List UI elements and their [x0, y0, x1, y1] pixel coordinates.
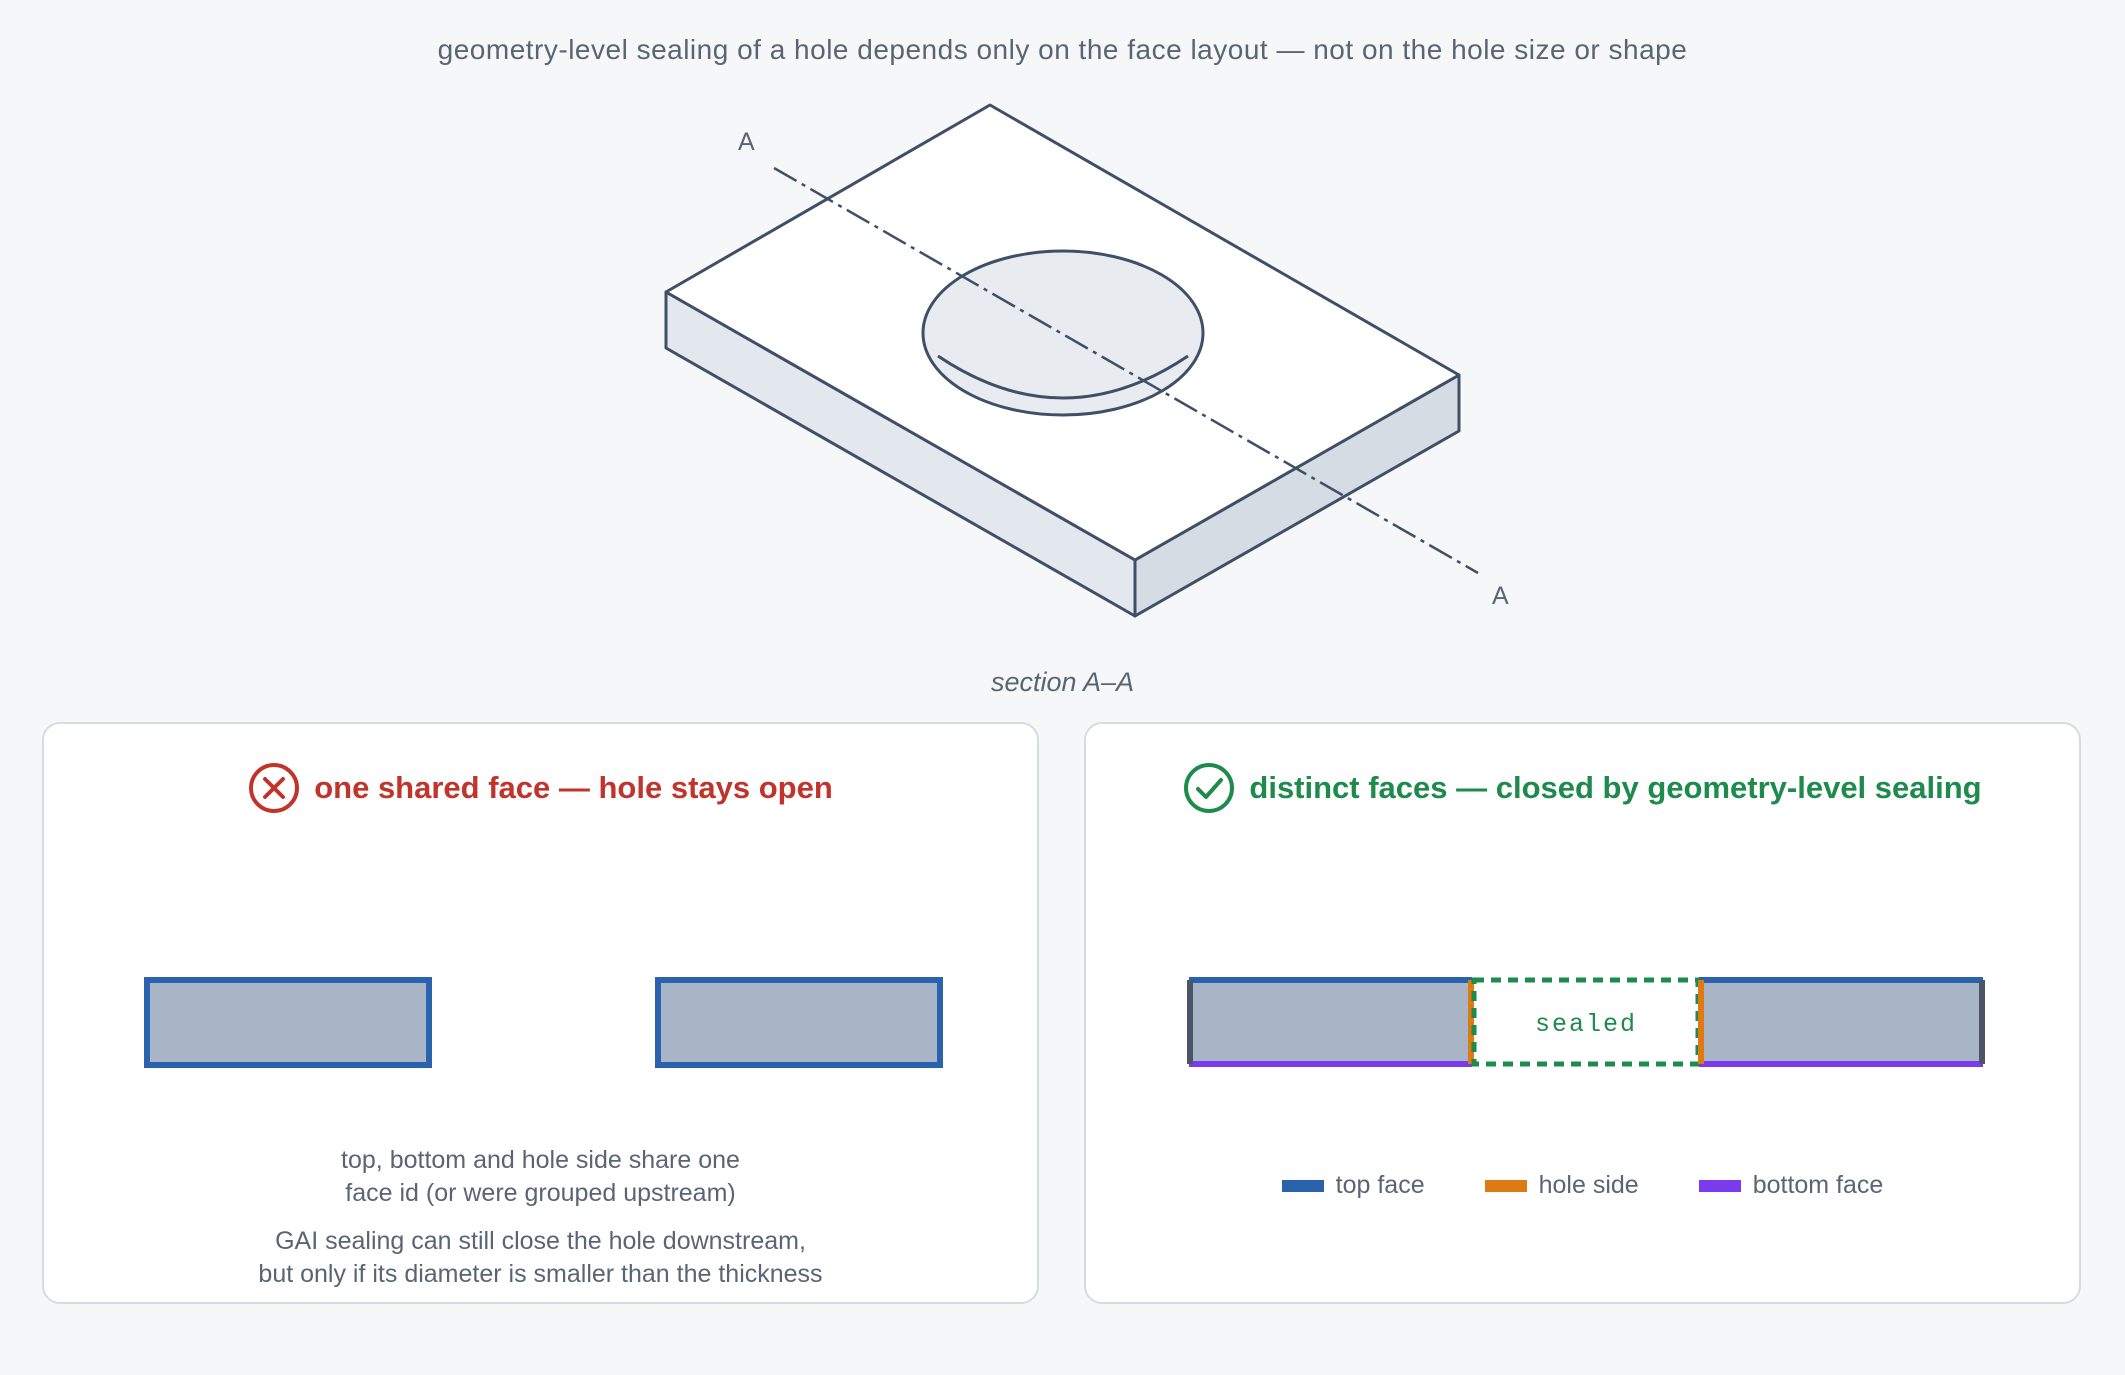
note-gai-sealing: GAI sealing can still close the hole dow… — [44, 1225, 1037, 1291]
diagram-title: geometry-level sealing of a hole depends… — [437, 34, 1688, 65]
hole-opening — [921, 249, 1205, 417]
check-circle-icon — [1184, 763, 1235, 813]
legend-label: hole side — [1538, 1171, 1639, 1199]
note-line: face id (or were grouped upstream) — [345, 1179, 736, 1207]
legend-swatch — [1484, 1179, 1527, 1192]
section-block-left — [1190, 980, 1471, 1064]
section-marker-start: A — [738, 128, 755, 156]
section-line — [773, 166, 1479, 575]
iso-plate-view: A A — [664, 103, 1509, 618]
legend-swatch — [1698, 1179, 1741, 1192]
section-block-left — [144, 977, 432, 1068]
legend-item-hole-side: hole side — [1484, 1171, 1639, 1200]
legend-swatch — [1281, 1179, 1324, 1192]
note-line: but only if its diameter is smaller than… — [258, 1260, 823, 1288]
section-shared-face — [144, 977, 943, 1068]
note-shared-face: top, bottom and hole side share one face… — [44, 1144, 1037, 1210]
x-circle-icon — [249, 763, 300, 813]
sealed-region — [1471, 977, 1701, 1067]
section-block-right — [1701, 980, 1982, 1064]
panel-title-text: one shared face — hole stays open — [314, 770, 833, 805]
legend-item-bottom-face: bottom face — [1698, 1171, 1884, 1200]
sealed-label: sealed — [1535, 1010, 1637, 1039]
legend-label: top face — [1335, 1171, 1425, 1199]
hole-inner-edge — [937, 354, 1189, 400]
panel-distinct-faces: distinct faces — closed by geometry-leve… — [1084, 722, 2081, 1304]
panel-title-distinct: distinct faces — closed by geometry-leve… — [1086, 762, 2079, 814]
section-distinct-faces: sealed — [1187, 977, 1985, 1067]
section-block-right — [655, 977, 943, 1068]
panel-title-shared: one shared face — hole stays open — [44, 762, 1037, 814]
panel-title-text: distinct faces — closed by geometry-leve… — [1249, 770, 1982, 805]
panel-shared-face: one shared face — hole stays open top, b… — [42, 722, 1039, 1304]
face-legend: top face hole side bottom face — [1086, 1171, 2079, 1200]
section-marker-end: A — [1492, 582, 1509, 610]
note-line: top, bottom and hole side share one — [341, 1146, 740, 1174]
legend-item-top-face: top face — [1281, 1171, 1425, 1200]
legend-label: bottom face — [1752, 1171, 1884, 1199]
section-label: section A–A — [990, 667, 1135, 697]
note-line: GAI sealing can still close the hole dow… — [275, 1227, 806, 1255]
